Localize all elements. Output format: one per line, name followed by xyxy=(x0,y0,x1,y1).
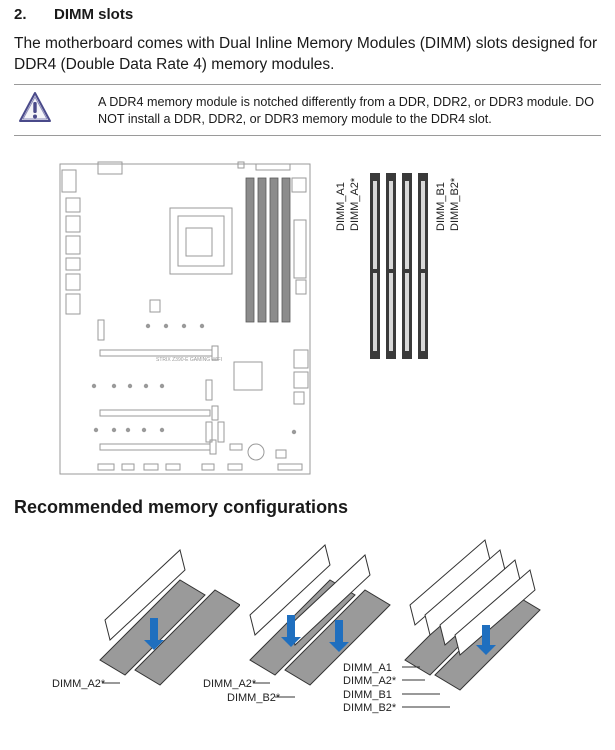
dimm-slots-closeup: DIMM_A1 DIMM_A2* DIMM_B1 DIMM_B2* xyxy=(335,173,461,359)
intro-paragraph: The motherboard comes with Dual Inline M… xyxy=(14,35,598,73)
config3-label-a1: DIMM_A1 xyxy=(343,662,392,674)
config-four-dimm-illustration: DIMM_A1 DIMM_A2* DIMM_B1 DIMM_B2* xyxy=(343,539,541,714)
config-two-dimm-illustration: DIMM_A2* DIMM_B2* xyxy=(203,544,391,704)
section-title: DIMM slots xyxy=(54,6,134,23)
config2-label-a2: DIMM_A2* xyxy=(203,678,257,690)
note-text: A DDR4 memory module is notched differen… xyxy=(98,95,594,126)
config2-label-b2: DIMM_B2* xyxy=(227,692,281,704)
dimm-label-b2: DIMM_B2* xyxy=(449,177,461,231)
config3-label-a2: DIMM_A2* xyxy=(343,675,397,687)
note-box xyxy=(14,84,601,136)
dimm-label-a1: DIMM_A1 xyxy=(335,182,347,231)
dimm-label-a2: DIMM_A2* xyxy=(349,177,361,231)
dimm-label-b1: DIMM_B1 xyxy=(435,182,447,231)
config3-label-b2: DIMM_B2* xyxy=(343,702,397,714)
recommended-configs-heading: Recommended memory configurations xyxy=(14,497,349,517)
config3-label-b1: DIMM_B1 xyxy=(343,689,392,701)
board-silkscreen: STRIX Z390-E GAMING WIFI xyxy=(156,357,222,363)
section-number: 2. xyxy=(14,6,27,23)
motherboard-layout-diagram: STRIX Z390-E GAMING WIFI xyxy=(59,161,311,475)
config1-label-a2: DIMM_A2* xyxy=(52,678,106,690)
warning-triangle-icon xyxy=(19,92,51,122)
config-one-dimm-illustration: DIMM_A2* xyxy=(52,549,240,690)
